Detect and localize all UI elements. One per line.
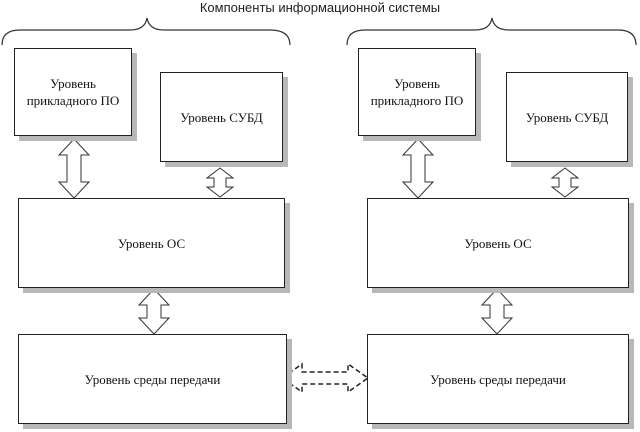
node-os-left: Уровень ОС [18, 198, 285, 288]
arrow-os-media-left [137, 288, 171, 335]
node-media-left: Уровень среды передачи [18, 334, 287, 424]
arrow-media-link [280, 362, 370, 394]
arrow-dbms-os-right [550, 167, 580, 198]
arrow-os-media-right [480, 288, 514, 335]
node-media-right: Уровень среды передачи [367, 334, 629, 424]
node-app-right: Уровень прикладного ПО [358, 48, 476, 136]
arrow-dbms-os-left [205, 167, 235, 198]
left-brace [1, 17, 291, 46]
node-dbms-right: Уровень СУБД [506, 72, 628, 162]
arrow-app-os-left [57, 138, 91, 199]
arrow-app-os-right [401, 138, 435, 199]
node-os-right: Уровень ОС [367, 198, 629, 288]
node-dbms-left: Уровень СУБД [160, 72, 283, 162]
right-brace [346, 17, 637, 46]
node-app-left: Уровень прикладного ПО [14, 48, 132, 136]
diagram-title: Компоненты информационной системы [199, 0, 441, 15]
